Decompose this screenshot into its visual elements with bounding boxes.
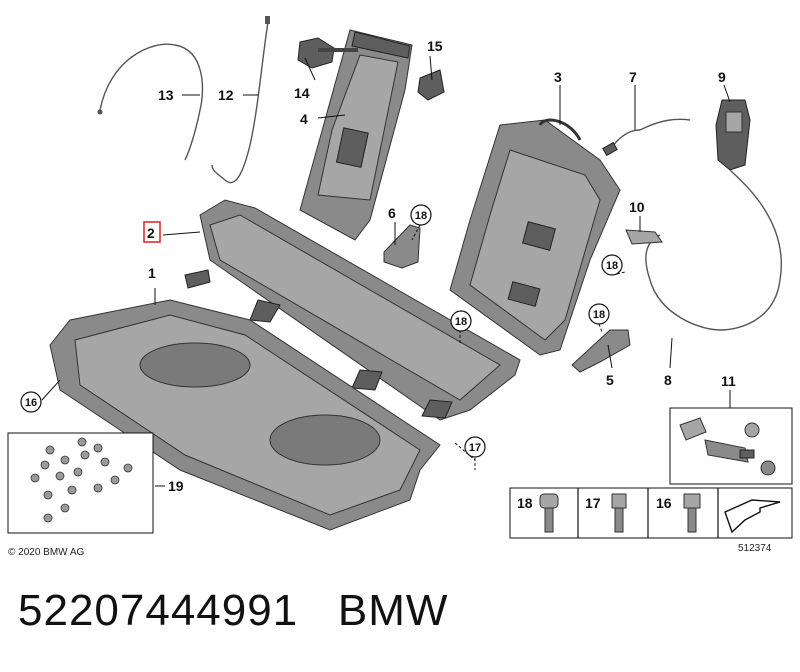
diagram-id: 512374 [738,543,772,554]
callout-2: 2 [147,225,155,241]
copyright-text: © 2020 BMW AG [8,547,85,558]
callout-9: 9 [718,69,726,85]
callout-11: 11 [721,373,736,389]
circled-callout-18-d: 18 [588,303,610,325]
hex-bolt-icon [683,493,701,533]
part-14-lock [297,37,358,69]
callout-10: 10 [629,199,645,215]
part-15-bracket [417,69,445,101]
part-3-backrest-right [449,118,621,356]
svg-text:18: 18 [415,210,427,222]
callout-19: 19 [168,478,184,494]
svg-text:16: 16 [25,397,37,409]
callout-1: 1 [148,265,156,281]
direction-arrow-icon [724,499,781,534]
hex-screw-icon [611,493,627,533]
svg-text:18: 18 [455,316,467,328]
callout-12: 12 [218,87,234,103]
circled-callout-18-c: 18 [450,310,472,332]
part-6-bracket [383,224,421,269]
part-11-kit [669,407,793,485]
circled-callout-18-b: 18 [601,254,623,276]
part-9-latch [715,99,751,171]
callout-5: 5 [606,372,614,388]
callout-3: 3 [554,69,562,85]
part-13-cable [97,43,204,161]
legend-16: 16 [656,495,672,511]
legend-17: 17 [585,495,601,511]
part-10-clip [625,229,663,245]
part-number: 52207444991 [18,586,299,635]
callout-15: 15 [427,38,443,54]
circled-callout-16: 16 [20,391,42,413]
spacer [298,586,338,635]
circled-callout-17: 17 [464,436,486,458]
callout-7: 7 [629,69,637,85]
svg-text:17: 17 [469,442,481,454]
leader-lines [41,55,731,487]
part-19-kit [7,432,154,534]
callout-4: 4 [300,111,308,127]
circled-callout-18-a: 18 [410,204,432,226]
callout-13: 13 [158,87,174,103]
legend-18: 18 [517,495,533,511]
parts-diagram: 1 2 3 4 5 6 7 8 9 10 11 12 13 14 15 18 1… [7,16,793,558]
callout-6: 6 [388,205,396,221]
part-number-line: 52207444991 BMW [18,586,448,636]
part-1-seat-pan [49,299,441,531]
part-5-bracket [571,329,631,373]
brand-name: BMW [337,586,449,635]
part-4-backrest-left [299,29,413,241]
torx-screw-icon [539,493,559,533]
part-2-seat-frame [184,199,521,421]
callout-2-highlight [143,221,161,243]
hardware-legend [509,487,793,539]
callout-14: 14 [294,85,310,101]
part-12-cable [211,16,270,184]
part-7-cable [602,118,691,157]
svg-text:18: 18 [593,309,605,321]
part-8-cable [645,169,783,331]
callout-8: 8 [664,372,672,388]
svg-text:18: 18 [606,260,618,272]
